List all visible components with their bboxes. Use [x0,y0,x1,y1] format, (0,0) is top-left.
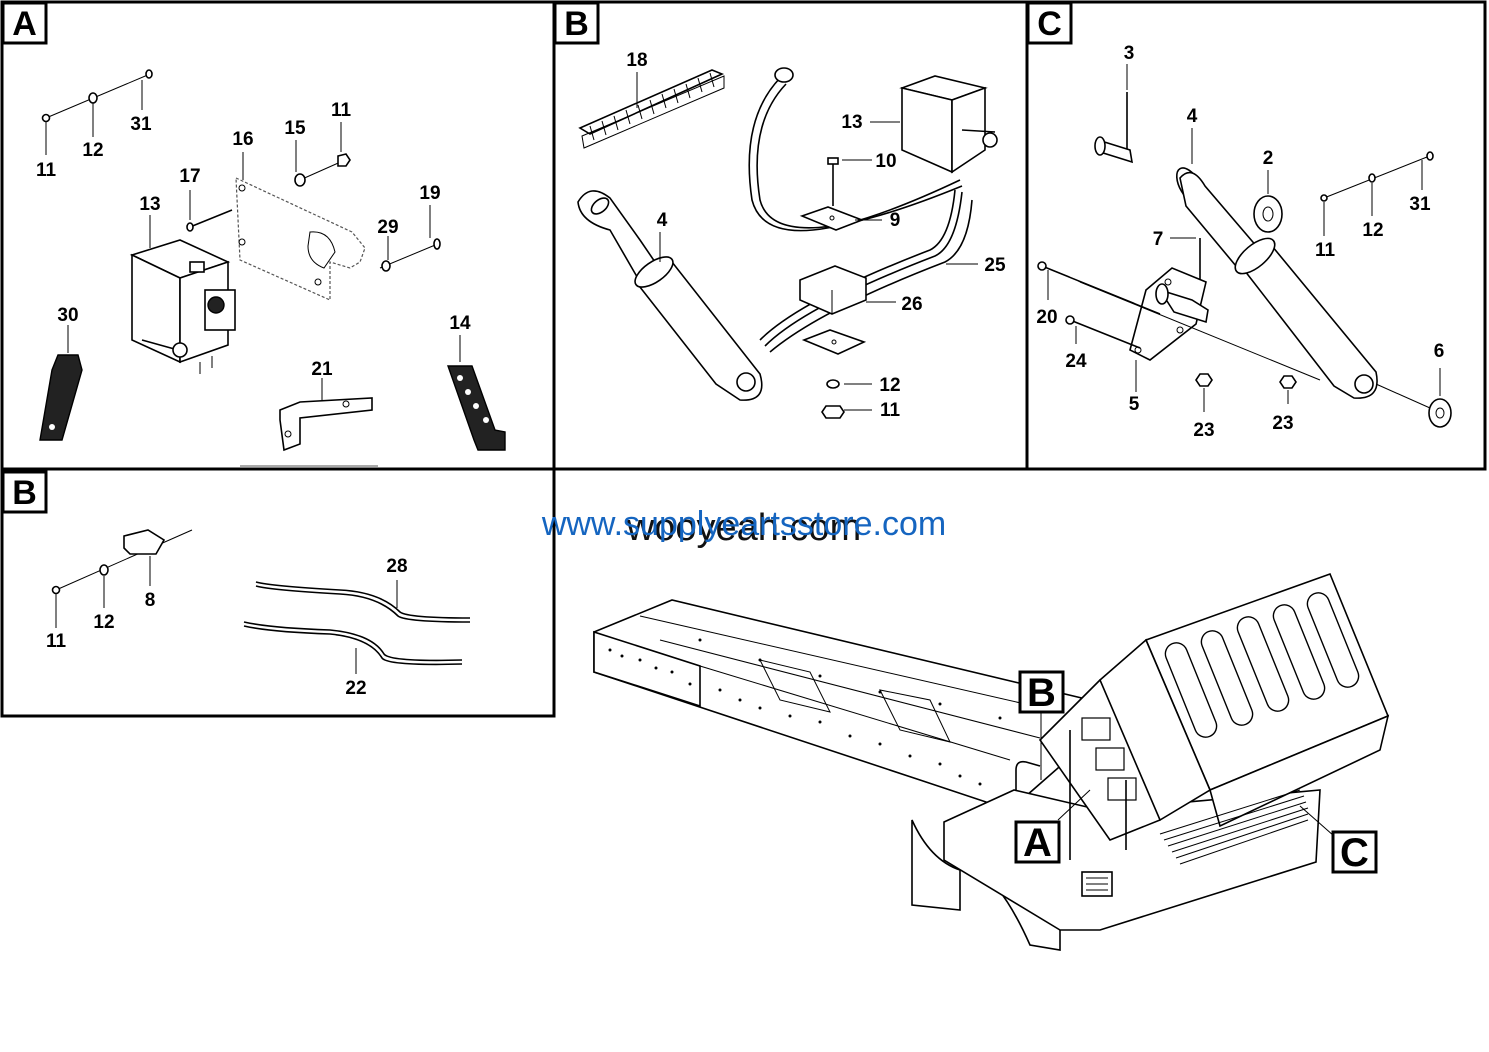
panel-c-parts [1037,64,1452,428]
callout: 6 [1434,341,1445,362]
callout: 26 [901,294,922,315]
overview-b-box [1018,670,1065,714]
callout: 13 [139,194,160,215]
panel-a-parts [39,69,506,467]
callout: 7 [1153,229,1164,250]
callout: 31 [1409,194,1431,215]
callout: 12 [879,375,900,396]
panel-b-bottom-parts [51,529,471,674]
callout: 2 [1263,148,1274,169]
callout: 4 [1187,106,1198,127]
callout: 25 [984,255,1006,276]
callout: 16 [232,129,253,150]
callout: 14 [449,313,471,334]
callout: 8 [145,590,156,611]
panel-b-top-parts [577,67,998,419]
callout: 11 [36,160,57,181]
panel-b-top-letter-box [553,1,600,45]
callout: 21 [311,359,333,380]
callout: 3 [1124,43,1135,64]
panel-b-bottom-frame [0,467,556,718]
callout: 23 [1272,413,1293,434]
overview-label-b: B [1027,671,1056,715]
panel-b-top-letter: B [564,5,589,43]
callout: 29 [377,217,398,238]
overview-c-box [1331,830,1378,874]
panel-b-bottom-callouts: 11 12 8 28 22 [46,556,408,699]
callout: 19 [419,183,440,204]
callout: 12 [82,140,103,161]
callout: 30 [57,305,78,326]
watermark-black: wooyeah.com [626,507,861,549]
callout: 22 [345,678,366,699]
callout: 11 [1315,240,1336,261]
callout: 11 [880,400,901,421]
overview-label-c: C [1340,831,1369,875]
callout: 5 [1129,394,1140,415]
panel-frames: A B C B [0,0,1487,718]
panel-c-letter: C [1037,5,1062,43]
panel-a-callouts: 11 12 31 16 15 11 17 13 19 29 30 21 14 [36,100,471,380]
panel-c-letter-box [1026,1,1073,45]
panel-b-bottom-letter: B [12,474,37,512]
callout: 4 [657,210,668,231]
callout: 11 [46,631,67,652]
callout: 24 [1065,351,1087,372]
panel-b-bottom-letter-box [1,470,48,514]
callout: 12 [93,612,114,633]
callout: 18 [626,50,647,71]
watermark-blue: www.supplyeartsstore.com [541,505,946,543]
panel-c-frame [1025,0,1487,471]
callout: 12 [1362,220,1383,241]
callout: 15 [284,118,306,139]
overview-truck [593,572,1390,951]
panel-c-callouts: 3 4 2 31 12 11 7 20 24 5 6 23 23 [1036,43,1444,441]
callout: 23 [1193,420,1214,441]
callout: 9 [890,210,901,231]
callout: 20 [1036,307,1057,328]
panel-a-letter-box [1,1,48,45]
callout: 17 [179,166,200,187]
callout: 28 [386,556,407,577]
callout: 31 [130,114,152,135]
panel-b-top-callouts: 18 13 10 4 9 25 26 12 11 [626,50,1006,421]
panel-a-letter: A [12,5,37,43]
watermarks: wooyeah.com www.supplyeartsstore.com [541,505,946,549]
overview-labels: B A C [1014,670,1378,875]
overview-a-box [1014,820,1061,864]
callout: 11 [331,100,352,121]
overview-label-a: A [1023,821,1052,865]
callout: 10 [875,151,896,172]
callout: 13 [841,112,862,133]
